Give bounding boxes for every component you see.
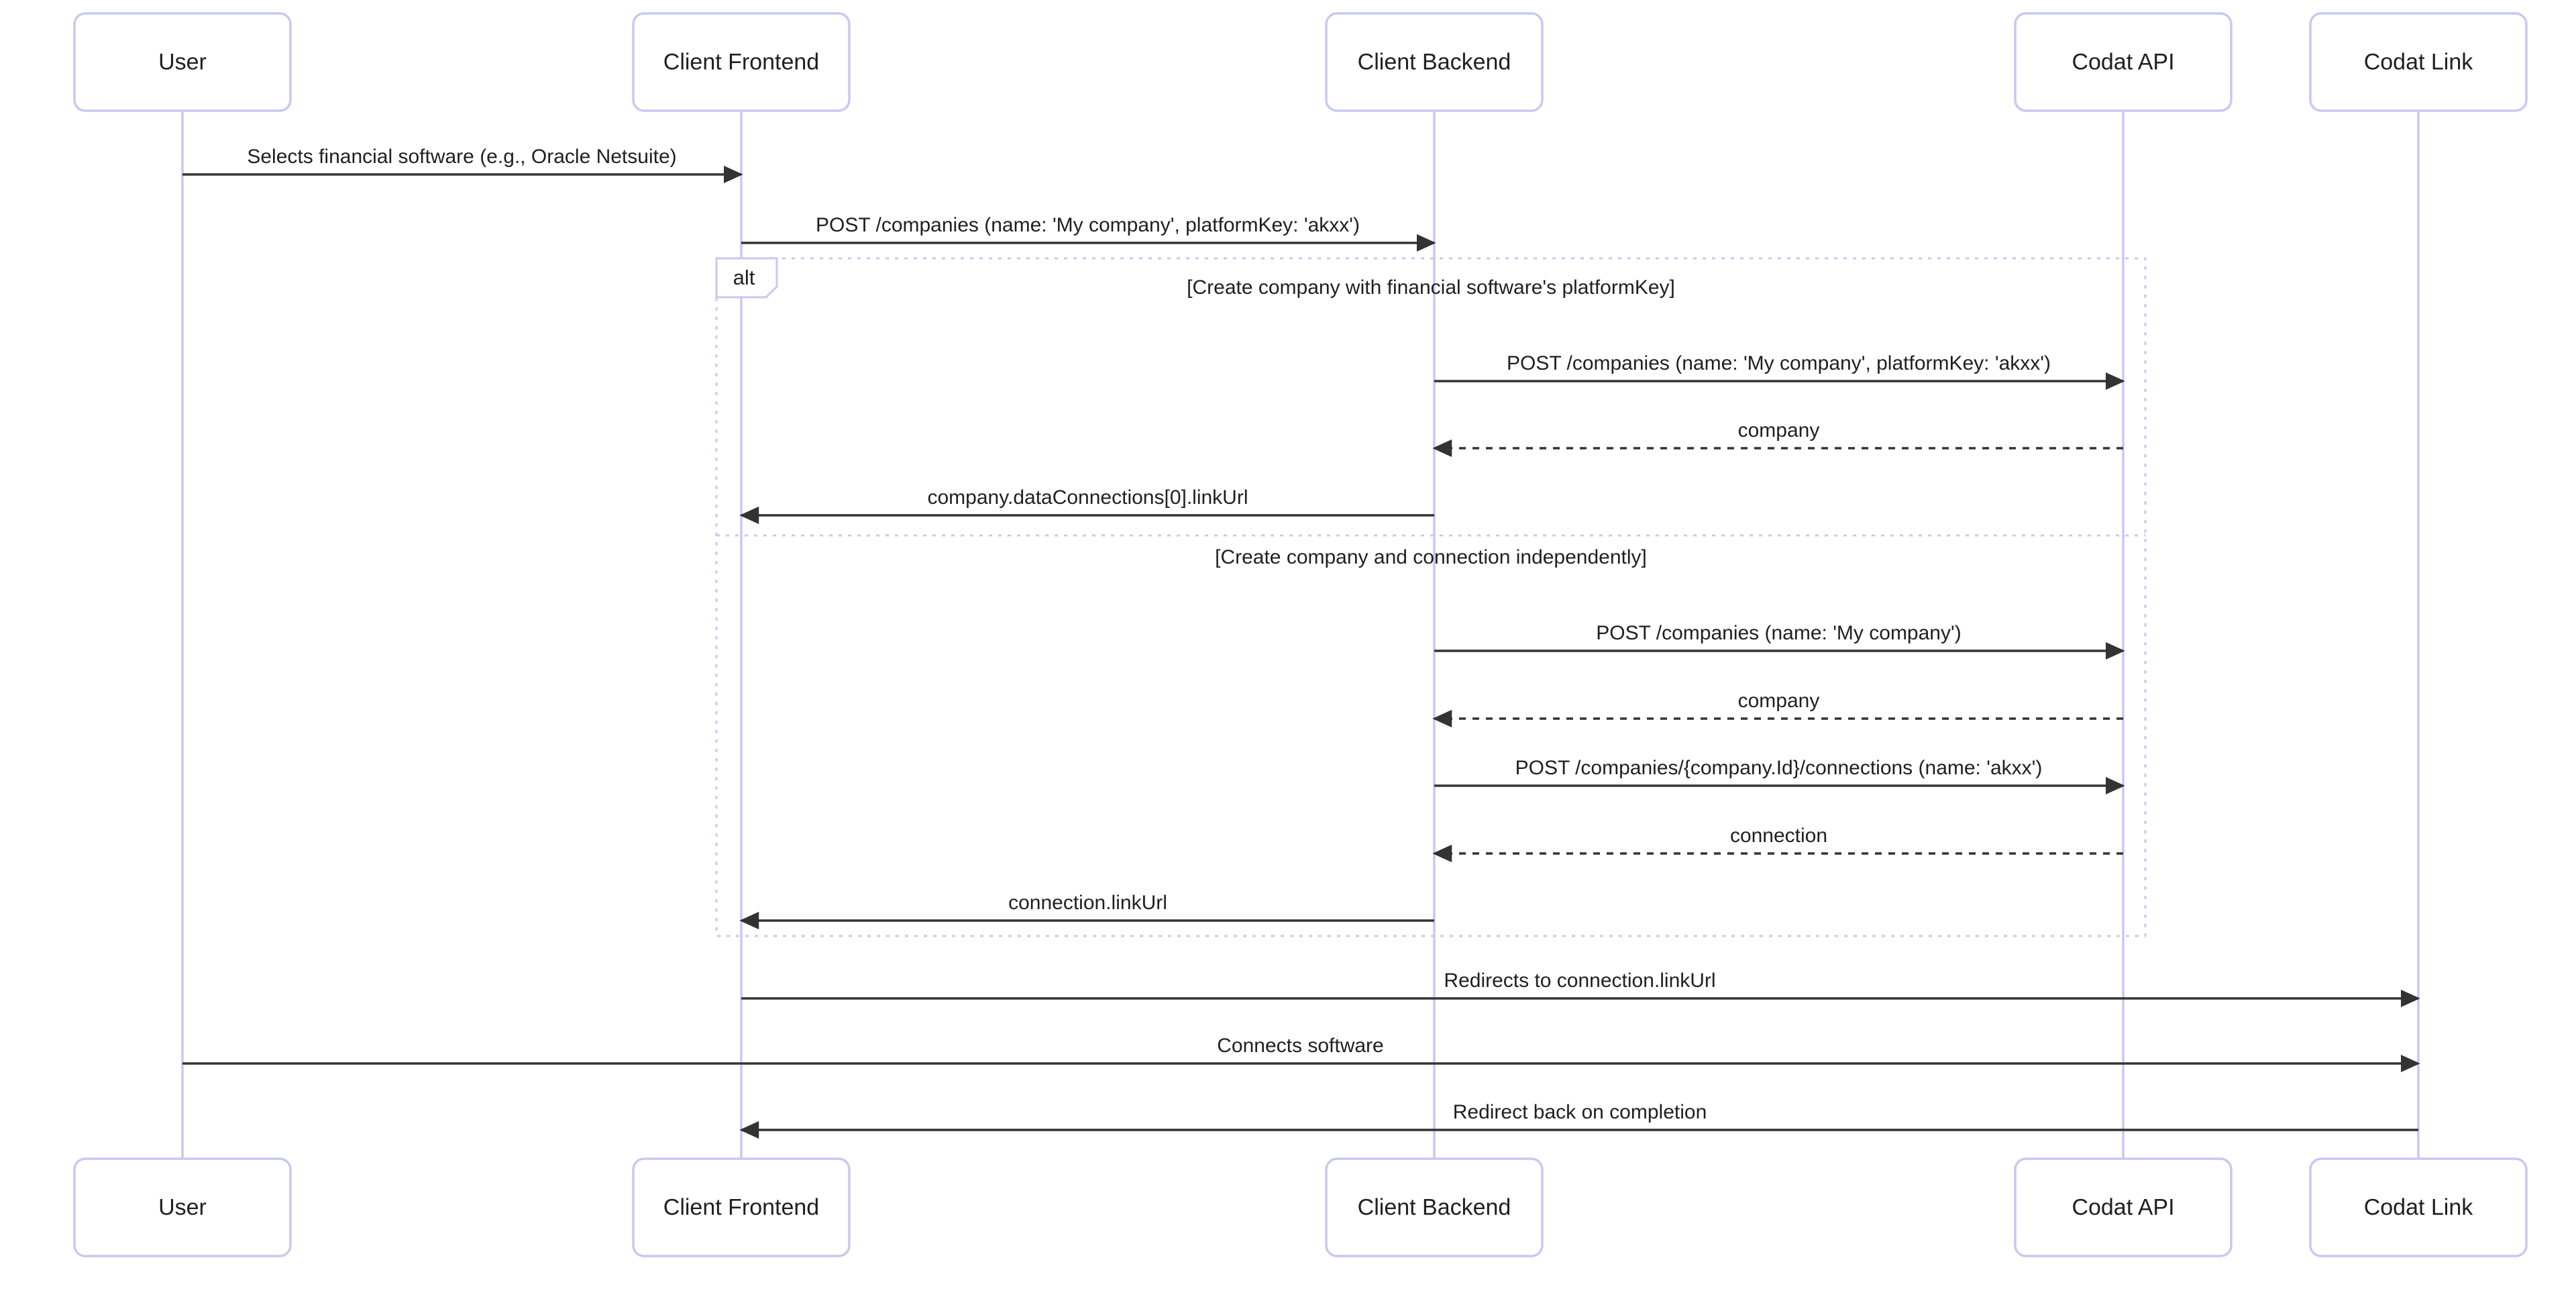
message-label-3: POST /companies (name: 'My company', pla… bbox=[1507, 352, 2051, 374]
message-label-9: connection bbox=[1730, 825, 1827, 847]
actor-codat_api-footer[interactable]: Codat API bbox=[2014, 1157, 2233, 1257]
message-4[interactable]: company bbox=[1432, 419, 2123, 458]
message-12[interactable]: Connects software bbox=[182, 1035, 2420, 1073]
message-label-2: POST /companies (name: 'My company', pla… bbox=[816, 214, 1360, 236]
message-label-6: POST /companies (name: 'My company') bbox=[1596, 622, 1961, 644]
message-label-5: company.dataConnections[0].linkUrl bbox=[927, 486, 1248, 509]
alt-operator-label: alt bbox=[733, 266, 755, 289]
message-13[interactable]: Redirect back on completion bbox=[739, 1101, 2418, 1139]
actor-box-user-footer[interactable] bbox=[73, 1157, 292, 1257]
actor-label-user-footer: User bbox=[158, 1194, 207, 1220]
message-6[interactable]: POST /companies (name: 'My company') bbox=[1434, 622, 2125, 660]
actor-codat_link-footer[interactable]: Codat Link bbox=[2309, 1157, 2528, 1257]
actor-box-frontend-header[interactable] bbox=[632, 12, 851, 112]
alt-tab-shape bbox=[715, 257, 778, 299]
actor-label-frontend-header: Client Frontend bbox=[663, 49, 819, 74]
actor-label-user-header: User bbox=[158, 49, 207, 74]
actor-box-backend-header[interactable] bbox=[1325, 12, 1544, 112]
message-label-8: POST /companies/{company.Id}/connections… bbox=[1515, 757, 2043, 779]
message-label-7: company bbox=[1738, 690, 1820, 712]
actor-codat_link-header[interactable]: Codat Link bbox=[2309, 12, 2528, 112]
message-8[interactable]: POST /companies/{company.Id}/connections… bbox=[1434, 757, 2125, 795]
message-9[interactable]: connection bbox=[1432, 825, 2123, 863]
message-label-12: Connects software bbox=[1217, 1035, 1383, 1057]
actor-box-codat_link-footer[interactable] bbox=[2309, 1157, 2528, 1257]
actor-codat_api-header[interactable]: Codat API bbox=[2014, 12, 2233, 112]
message-3[interactable]: POST /companies (name: 'My company', pla… bbox=[1434, 352, 2125, 391]
message-label-4: company bbox=[1738, 419, 1820, 441]
message-10[interactable]: connection.linkUrl bbox=[739, 892, 1434, 930]
message-11[interactable]: Redirects to connection.linkUrl bbox=[741, 970, 2420, 1008]
actor-label-codat_link-footer: Codat Link bbox=[2364, 1194, 2474, 1220]
actor-box-codat_api-footer[interactable] bbox=[2014, 1157, 2233, 1257]
actor-box-codat_api-header[interactable] bbox=[2014, 12, 2233, 112]
lifelines-layer bbox=[181, 111, 2420, 1159]
actor-frontend-header[interactable]: Client Frontend bbox=[632, 12, 851, 112]
actor-box-codat_link-header[interactable] bbox=[2309, 12, 2528, 112]
alt-fragments-layer: alt [Create company with financial softwa… bbox=[715, 257, 2147, 937]
actor-label-backend-footer: Client Backend bbox=[1358, 1194, 1511, 1220]
actor-backend-header[interactable]: Client Backend bbox=[1325, 12, 1544, 112]
actor-user-footer[interactable]: User bbox=[73, 1157, 292, 1257]
message-label-1: Selects financial software (e.g., Oracle… bbox=[247, 146, 676, 168]
actor-box-frontend-footer[interactable] bbox=[632, 1157, 851, 1257]
message-7[interactable]: company bbox=[1432, 690, 2123, 728]
actor-backend-footer[interactable]: Client Backend bbox=[1325, 1157, 1544, 1257]
actor-label-codat_api-footer: Codat API bbox=[2072, 1194, 2174, 1220]
message-label-10: connection.linkUrl bbox=[1008, 892, 1167, 914]
alt-condition-label-0: [Create company with financial software'… bbox=[1187, 276, 1675, 299]
message-label-13: Redirect back on completion bbox=[1453, 1101, 1707, 1123]
actor-label-backend-header: Client Backend bbox=[1358, 49, 1511, 74]
alt-condition-label-1: [Create company and connection independe… bbox=[1215, 546, 1647, 568]
message-2[interactable]: POST /companies (name: 'My company', pla… bbox=[741, 214, 1436, 252]
actor-user-header[interactable]: User bbox=[73, 12, 292, 112]
actor-frontend-footer[interactable]: Client Frontend bbox=[632, 1157, 851, 1257]
message-1[interactable]: Selects financial software (e.g., Oracle… bbox=[182, 146, 743, 184]
actor-box-backend-footer[interactable] bbox=[1325, 1157, 1544, 1257]
actor-label-codat_link-header: Codat Link bbox=[2364, 49, 2474, 74]
alt-frame-box bbox=[715, 257, 2147, 937]
message-5[interactable]: company.dataConnections[0].linkUrl bbox=[739, 486, 1434, 525]
actor-label-codat_api-header: Codat API bbox=[2072, 49, 2174, 74]
message-label-11: Redirects to connection.linkUrl bbox=[1444, 970, 1715, 992]
actor-label-frontend-footer: Client Frontend bbox=[663, 1194, 819, 1220]
alt-fragment-alt-1: alt [Create company with financial softwa… bbox=[715, 257, 2147, 937]
messages-layer: Selects financial software (e.g., Oracle… bbox=[182, 146, 2420, 1139]
actor-box-user-header[interactable] bbox=[73, 12, 292, 112]
